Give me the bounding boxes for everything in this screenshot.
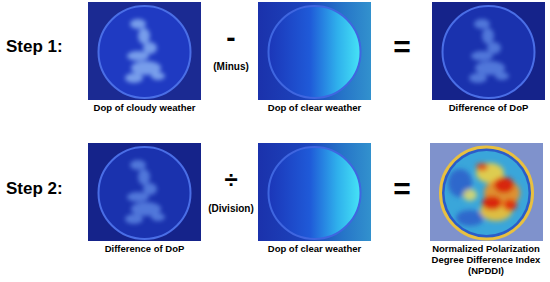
operator-name: (Minus) — [213, 62, 249, 72]
operator-symbol: = — [393, 32, 411, 62]
step-label: Step 2: — [6, 180, 63, 197]
polarization-image — [88, 2, 201, 100]
image-caption: Dop of clear weather — [258, 103, 371, 114]
polarization-image — [258, 143, 371, 241]
polarization-image — [430, 143, 543, 241]
operator-symbol: - — [226, 24, 235, 52]
step-label: Step 1: — [6, 38, 63, 55]
image-panel: Difference of DoP — [432, 2, 545, 114]
operator-symbol: = — [393, 174, 411, 204]
image-panel: Dop of clear weather — [258, 143, 371, 255]
image-caption: Dop of clear weather — [258, 244, 371, 255]
operator-symbol: ÷ — [224, 168, 237, 192]
image-caption: Difference of DoP — [88, 244, 201, 255]
image-caption: Normalized Polarization Degree Differenc… — [424, 244, 548, 277]
image-panel: Dop of cloudy weather — [88, 2, 201, 114]
polarization-image — [258, 2, 371, 100]
image-panel: Dop of clear weather — [258, 2, 371, 114]
polarization-image — [432, 2, 545, 100]
image-panel: Normalized Polarization Degree Differenc… — [424, 143, 548, 277]
polarization-image — [88, 143, 201, 241]
image-caption: Dop of cloudy weather — [88, 103, 201, 114]
operator-name: (Division) — [208, 204, 254, 214]
image-panel: Difference of DoP — [88, 143, 201, 255]
image-caption: Difference of DoP — [432, 103, 545, 114]
